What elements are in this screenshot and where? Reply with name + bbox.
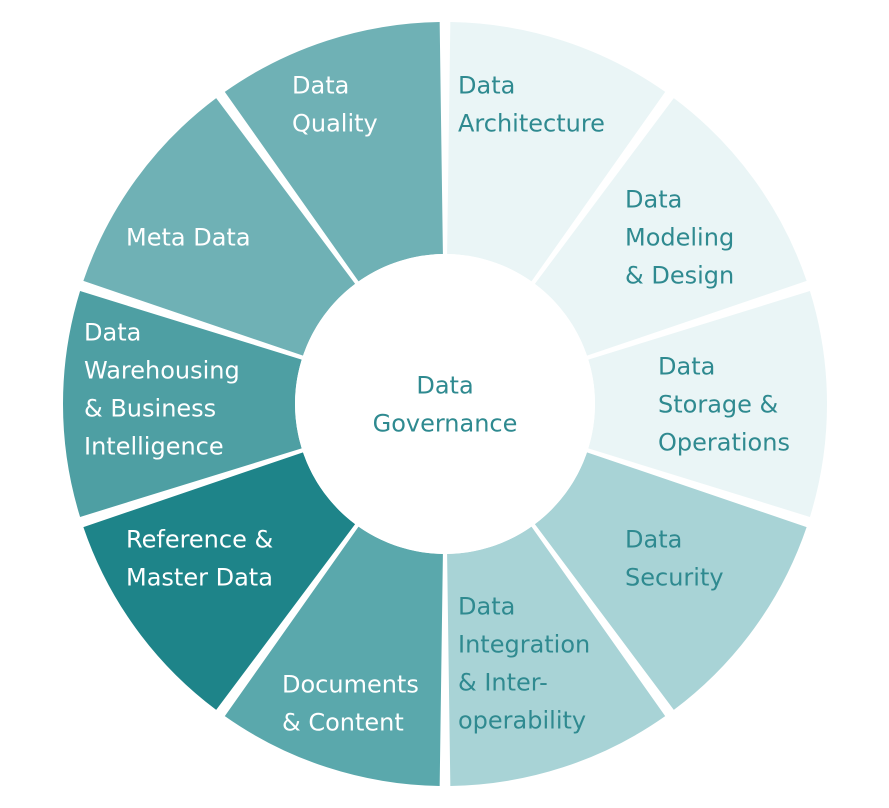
segment-data-quality — [224, 22, 443, 282]
segment-data-warehousing-bi — [63, 291, 302, 517]
segment-label-line: Data — [458, 592, 515, 620]
segment-label-line: Data — [84, 318, 141, 346]
center-label-line: Data — [416, 371, 473, 399]
segment-data-architecture — [447, 22, 666, 282]
segment-label-line: & Content — [282, 708, 404, 736]
segment-label-line: Modeling — [625, 223, 734, 251]
segment-label-line: Intelligence — [84, 432, 224, 460]
segment-label-line: operability — [458, 706, 586, 734]
segment-label-line: Data — [458, 71, 515, 99]
segment-data-storage-operations — [588, 291, 827, 517]
segment-label-meta-data: Meta Data — [126, 223, 251, 251]
segment-label-line: & Design — [625, 261, 734, 289]
segment-label-line: Architecture — [458, 109, 605, 137]
segment-data-modeling-design — [534, 98, 807, 356]
segment-label-documents-content: Documents & Content — [282, 670, 419, 736]
segment-label-line: Integration — [458, 630, 590, 658]
segment-label-line: & Inter- — [458, 668, 548, 696]
segment-label-line: Quality — [292, 109, 378, 137]
segment-data-integration — [447, 526, 666, 786]
segment-label-line: Storage & — [658, 390, 778, 418]
segment-documents-content — [224, 526, 443, 786]
segment-label-line: Reference & — [126, 525, 273, 553]
segment-label-line: Master Data — [126, 563, 273, 591]
segment-meta-data — [83, 98, 356, 356]
segment-label-line: Data — [625, 185, 682, 213]
segment-label-line: Data — [658, 352, 715, 380]
segment-label-line: Data — [292, 71, 349, 99]
center-label-line: Governance — [373, 409, 518, 437]
segment-label-line: & Business — [84, 394, 216, 422]
segment-label-line: Documents — [282, 670, 419, 698]
segment-label-line: Data — [625, 525, 682, 553]
segment-data-security — [534, 452, 807, 710]
segment-label-line: Security — [625, 563, 724, 591]
center-circle — [295, 254, 595, 554]
segment-label-line: Meta Data — [126, 223, 251, 251]
segment-label-line: Warehousing — [84, 356, 240, 384]
segment-label-line: Operations — [658, 428, 790, 456]
segment-label-reference-master-data: Reference & Master Data — [126, 525, 273, 591]
segment-reference-master-data — [83, 452, 356, 710]
